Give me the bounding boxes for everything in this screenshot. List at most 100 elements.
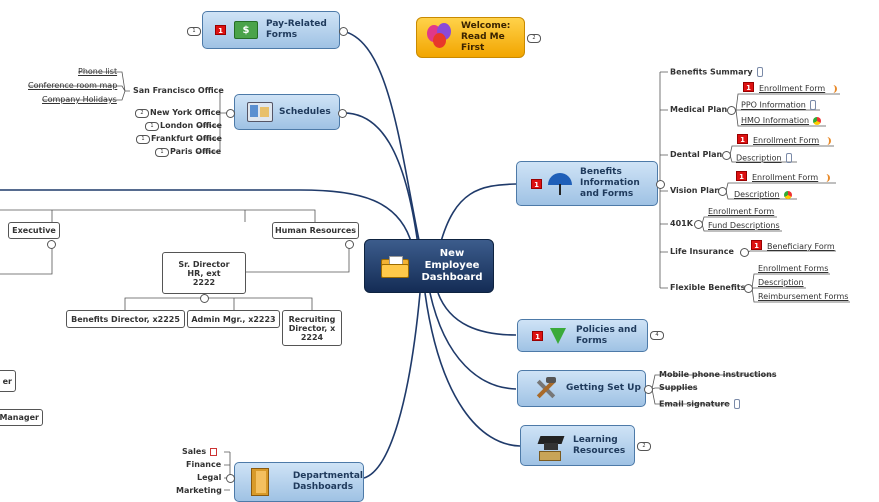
attachment-icon [785, 153, 792, 163]
flex-description[interactable]: Description [758, 278, 804, 287]
medical-enrollment-form[interactable]: Enrollment Form [759, 84, 838, 94]
office-count[interactable]: 1 [136, 135, 150, 144]
topic-schedules[interactable]: Schedules [234, 94, 340, 130]
central-label-line: Dashboard [421, 272, 483, 283]
setup-collapse-toggle[interactable] [644, 385, 653, 394]
flexible-benefits[interactable]: Flexible Benefits [670, 283, 746, 292]
sr-director-line: HR, ext [187, 268, 221, 278]
central-topic[interactable]: New Employee Dashboard [364, 239, 494, 293]
sf-office[interactable]: San Francisco Office [133, 86, 224, 95]
setup-email-signature[interactable]: Email signature [659, 399, 740, 410]
setup-label: Getting Set Up [566, 383, 641, 393]
learning-collapsed-count[interactable]: 2 [637, 442, 651, 451]
learning-label-line: Resources [573, 445, 626, 456]
plan-401k[interactable]: 401K [670, 219, 693, 228]
executive-collapse-toggle[interactable] [47, 240, 56, 249]
org-recruiting-director[interactable]: Recruiting Director, x 2224 [282, 310, 342, 346]
schedules-label: Schedules [279, 106, 331, 117]
vision-plan[interactable]: Vision Plan [670, 186, 720, 195]
org-partial-manager[interactable]: Manager [0, 409, 43, 426]
org-benefits-director[interactable]: Benefits Director, x2225 [66, 310, 185, 328]
balloons-icon [427, 22, 455, 53]
topic-welcome[interactable]: Welcome: Read Me First [416, 17, 525, 58]
dept-marketing[interactable]: Marketing [176, 486, 222, 495]
graduation-cap-icon [537, 432, 565, 461]
branch-pay [341, 30, 421, 246]
email-signature-label: Email signature [659, 399, 730, 409]
pay-collapsed-count[interactable]: 1 [187, 27, 201, 36]
pdf-icon [210, 447, 218, 456]
life-beneficiary-form[interactable]: Beneficiary Form [767, 242, 835, 251]
office-count[interactable]: 2 [135, 109, 149, 118]
setup-supplies[interactable]: Supplies [659, 383, 698, 392]
benefits-collapse-toggle[interactable] [656, 180, 665, 189]
org-sr-director[interactable]: Sr. Director HR, ext 2222 [162, 252, 246, 294]
org-partial-node[interactable]: er [0, 370, 16, 392]
401k-enrollment-form[interactable]: Enrollment Form [708, 207, 775, 216]
office-paris[interactable]: Paris Office [170, 147, 222, 156]
org-admin-mgr[interactable]: Admin Mgr., x2223 [187, 310, 280, 328]
sf-link-company-holidays[interactable]: Company Holidays [42, 95, 117, 104]
welcome-collapsed-count[interactable]: 2 [527, 34, 541, 43]
office-london[interactable]: London Office [160, 121, 222, 130]
dept-finance[interactable]: Finance [186, 460, 222, 469]
topic-pay-related-forms[interactable]: 1 $ Pay-Related Forms [202, 11, 340, 49]
schedules-branch-node[interactable] [338, 109, 347, 118]
departmental-label-line: Dashboards [292, 482, 354, 492]
dental-plan[interactable]: Dental Plan [670, 150, 723, 159]
vision-collapse-toggle[interactable] [718, 187, 727, 196]
401k-fund-descriptions[interactable]: Fund Descriptions [708, 221, 780, 230]
setup-mobile-phone[interactable]: Mobile phone instructions [659, 370, 777, 379]
hr-collapse-toggle[interactable] [345, 240, 354, 249]
recruiting-line: Recruiting [288, 314, 336, 324]
dept-sales[interactable]: Sales [182, 447, 218, 457]
life-collapse-toggle[interactable] [740, 248, 749, 257]
topic-policies-and-forms[interactable]: 1 Policies and Forms [517, 319, 648, 352]
departmental-collapse-toggle[interactable] [226, 474, 235, 483]
sr-director-collapse-toggle[interactable] [200, 294, 209, 303]
recruiting-line: Director, x [288, 323, 336, 333]
dental-enrollment-form[interactable]: Enrollment Form [753, 136, 832, 146]
org-executive[interactable]: Executive [8, 222, 60, 239]
moon-icon [823, 136, 832, 145]
401k-collapse-toggle[interactable] [694, 220, 703, 229]
hmo-information[interactable]: HMO Information [741, 116, 822, 126]
dental-description[interactable]: Description [736, 153, 792, 164]
schedules-collapse-toggle[interactable] [226, 109, 235, 118]
flex-collapse-toggle[interactable] [744, 284, 753, 293]
benefits-summary[interactable]: Benefits Summary [670, 67, 763, 78]
topic-learning-resources[interactable]: Learning Resources [520, 425, 635, 466]
topic-benefits[interactable]: 1 Benefits Information and Forms [516, 161, 658, 206]
vision-description[interactable]: Description [734, 190, 792, 200]
office-count[interactable]: 1 [145, 122, 159, 131]
dept-legal[interactable]: Legal [197, 473, 222, 482]
topic-getting-set-up[interactable]: Getting Set Up [517, 370, 646, 407]
benefits-label-line: Benefits [580, 167, 622, 177]
policies-collapsed-count[interactable]: 4 [650, 331, 664, 340]
medical-collapse-toggle[interactable] [727, 106, 736, 115]
office-count[interactable]: 1 [155, 148, 169, 157]
moon-icon [822, 173, 831, 182]
attachment-icon [733, 399, 740, 409]
medical-plan[interactable]: Medical Plan [670, 105, 728, 114]
sf-link-conference-room-map[interactable]: Conference room map [28, 81, 118, 90]
priority-flag: 1 [215, 25, 226, 35]
recruiting-line: 2224 [300, 332, 324, 342]
sf-link-phone-list[interactable]: Phone list [78, 67, 118, 76]
flex-enrollment-forms[interactable]: Enrollment Forms [758, 264, 829, 273]
vision-enrollment-form[interactable]: Enrollment Form [752, 173, 831, 183]
ppo-information[interactable]: PPO Information [741, 100, 816, 111]
org-human-resources[interactable]: Human Resources [272, 222, 359, 239]
flex-reimbursement-forms[interactable]: Reimbursement Forms [758, 292, 849, 301]
medical-enrollment-label: Enrollment Form [759, 84, 826, 93]
topic-departmental-dashboards[interactable]: Departmental Dashboards [234, 462, 364, 502]
life-insurance[interactable]: Life Insurance [670, 247, 734, 256]
dental-collapse-toggle[interactable] [722, 151, 731, 160]
pay-label-line: Pay-Related [266, 19, 327, 29]
pay-collapse-toggle[interactable] [339, 27, 348, 36]
office-frankfurt[interactable]: Frankfurt Office [151, 134, 222, 143]
schedule-icon [247, 102, 273, 122]
tools-icon [532, 376, 558, 401]
office-new-york[interactable]: New York Office [150, 108, 221, 117]
web-link-icon [813, 116, 822, 125]
